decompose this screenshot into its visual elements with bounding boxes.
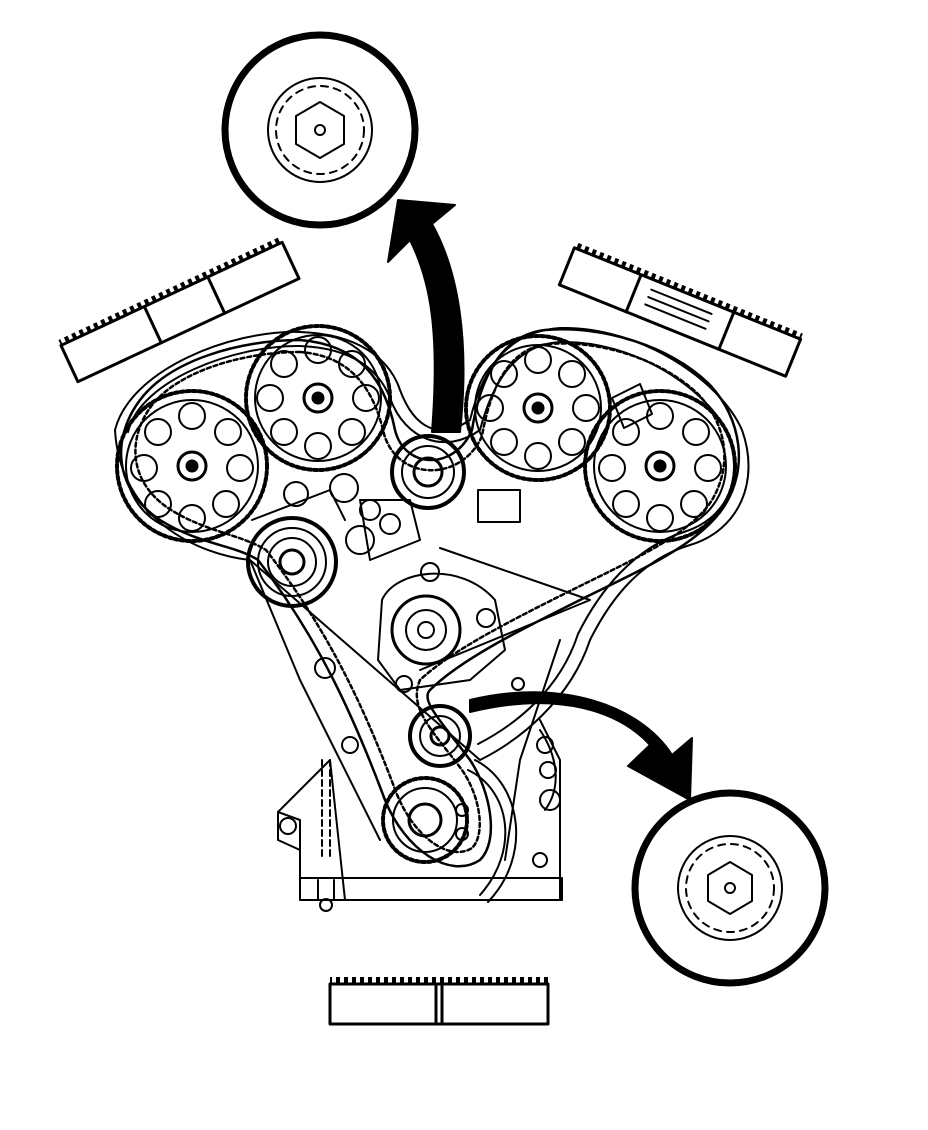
hex-bolt-icon xyxy=(295,101,345,159)
idler-pulley-upper xyxy=(390,434,466,510)
cam-sprocket-right-outer xyxy=(583,383,737,543)
hex-bolt-icon xyxy=(707,861,753,915)
belt-section-callout-right xyxy=(557,242,803,378)
belt-section-callout-left xyxy=(58,236,301,384)
lower-chain xyxy=(321,729,561,861)
water-pump-pulley xyxy=(377,547,591,693)
timing-belt xyxy=(119,328,741,868)
curved-arrow-up-icon xyxy=(387,199,465,433)
engine-front-cover xyxy=(114,326,750,912)
detail-view-upper-pulley xyxy=(221,31,419,229)
belt-section-callout-bottom xyxy=(328,977,550,1026)
detail-view-lower-pulley xyxy=(631,789,829,987)
crankshaft-sprocket xyxy=(381,759,518,903)
auxiliary-rollers xyxy=(283,473,421,561)
idler-pulley-lower xyxy=(408,704,472,768)
cam-sprocket-left-inner xyxy=(244,324,392,472)
cam-sprocket-left-outer xyxy=(115,389,269,543)
